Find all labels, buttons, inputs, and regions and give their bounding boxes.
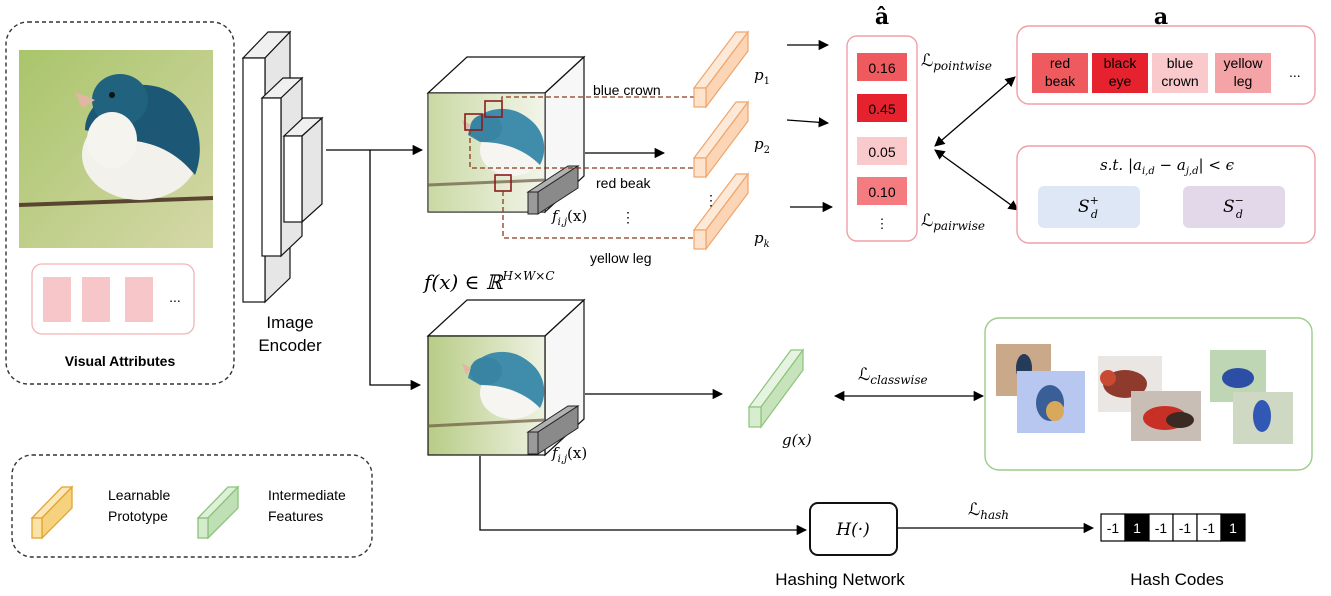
- legend-prototype-line1: Learnable: [108, 487, 170, 503]
- ground-truth-header: a: [1154, 4, 1168, 30]
- gt-attribute-line2: eye: [1109, 73, 1132, 89]
- prototype-p1: [692, 30, 750, 109]
- loss-pairwise: ℒpairwise: [921, 211, 985, 233]
- loss-classwise: ℒclasswise: [858, 365, 928, 387]
- class-examples-panel: [984, 317, 1313, 471]
- gt-attribute-line1: red: [1050, 55, 1070, 71]
- prototype-pk: [692, 172, 750, 251]
- loss-hash: ℒhash: [968, 500, 1009, 522]
- constraint-formula: s.t. |ai,d − aj,d| < ϵ: [1100, 156, 1235, 177]
- attribute-ellipsis: ...: [169, 289, 181, 305]
- loss-pointwise: ℒpointwise: [921, 51, 992, 73]
- hash-bit-cell: [1100, 513, 1126, 542]
- class-image: [1233, 392, 1293, 444]
- score-value: 0.16: [868, 60, 895, 76]
- score-value: 0.05: [868, 144, 895, 160]
- feature-map-cube-top: [426, 55, 586, 215]
- gt-attribute-line2: leg: [1234, 73, 1253, 89]
- ground-truth-panel: red beak black eye blue crown yellow leg…: [1016, 25, 1316, 105]
- prototype-p2: [692, 100, 750, 179]
- visual-attributes-panel: ... Visual Attributes: [5, 21, 235, 385]
- local-feature-label-top: fi,j(x): [551, 207, 587, 228]
- global-feature-label: g(x): [782, 431, 812, 449]
- class-image: [1017, 371, 1085, 433]
- gt-attribute-line2: beak: [1045, 73, 1076, 89]
- hashing-network: H(·): [809, 502, 898, 556]
- legend-prototype-line2: Prototype: [108, 508, 168, 524]
- hash-bit-cell: [1124, 513, 1150, 542]
- local-feature-label-bottom: fi,j(x): [551, 444, 587, 465]
- legend: Learnable Prototype Intermediate Feature…: [11, 454, 373, 558]
- region-label-red-beak: red beak: [596, 175, 651, 191]
- prototype-ellipsis: ⋮: [704, 193, 718, 209]
- hash-bit-value: -1: [1107, 520, 1120, 536]
- gt-ellipsis: ...: [1289, 64, 1301, 80]
- encoder-label-line2: Encoder: [258, 336, 322, 355]
- score-value: 0.45: [868, 101, 895, 117]
- region-label-blue-crown: blue crown: [593, 82, 661, 98]
- hash-codes-caption: Hash Codes: [1130, 570, 1224, 589]
- gt-attribute-line2: crown: [1161, 73, 1198, 89]
- score-cell: [857, 53, 907, 81]
- hash-bit-value: -1: [1155, 520, 1168, 536]
- global-feature: [747, 348, 805, 429]
- positive-set: [1038, 186, 1140, 228]
- score-ellipsis: ⋮: [876, 217, 889, 232]
- predicted-header: â: [875, 4, 889, 30]
- encoder-label-line1: Image: [266, 313, 313, 332]
- legend-feature-line1: Intermediate: [268, 487, 346, 503]
- prototype-label-pk: pk: [754, 229, 770, 250]
- hash-bit-value: -1: [1203, 520, 1216, 536]
- image-encoder: Image Encoder: [241, 30, 324, 355]
- hash-bit-value: 1: [1133, 520, 1141, 536]
- bird-photo: [18, 50, 214, 248]
- gt-attribute-line1: black: [1104, 55, 1138, 71]
- prototype-label-p2: p2: [754, 135, 770, 156]
- legend-feature-icon: [196, 485, 240, 540]
- hash-bit-value: -1: [1179, 520, 1192, 536]
- visual-attributes-title: Visual Attributes: [65, 353, 176, 369]
- prototype-label-p1: p1: [754, 66, 770, 87]
- predicted-scores-panel: 0.16 0.45 0.05 0.10 ⋮: [846, 35, 918, 242]
- positive-set-label: S+d: [1078, 194, 1099, 221]
- feature-map-formula: f(x) ∈ ℝH×W×C: [422, 269, 555, 294]
- region-ellipsis: ⋮: [621, 210, 635, 226]
- score-cell: [857, 137, 907, 165]
- score-value: 0.10: [868, 184, 895, 200]
- score-cell: [857, 177, 907, 205]
- hash-bit-cell: [1148, 513, 1174, 542]
- hashing-block-label: H(·): [835, 520, 870, 540]
- gt-attribute-line1: yellow: [1224, 55, 1264, 71]
- negative-set: [1183, 186, 1285, 228]
- gt-attribute-line1: blue: [1167, 55, 1194, 71]
- legend-prototype-icon: [30, 485, 74, 540]
- score-cell: [857, 94, 907, 122]
- legend-feature-line2: Features: [268, 508, 323, 524]
- negative-set-label: S−d: [1223, 194, 1244, 221]
- class-image: [1131, 391, 1201, 441]
- feature-map-cube-bottom: [426, 298, 586, 457]
- hash-bit-cell: [1220, 513, 1246, 542]
- hash-codes: -1 1 -1 -1 -1 1: [1100, 513, 1246, 542]
- hash-bit-value: 1: [1229, 520, 1237, 536]
- hashing-caption: Hashing Network: [775, 570, 905, 589]
- pairwise-constraint-panel: s.t. |ai,d − aj,d| < ϵ S+d S−d: [1016, 145, 1316, 244]
- region-label-yellow-leg: yellow leg: [590, 250, 651, 266]
